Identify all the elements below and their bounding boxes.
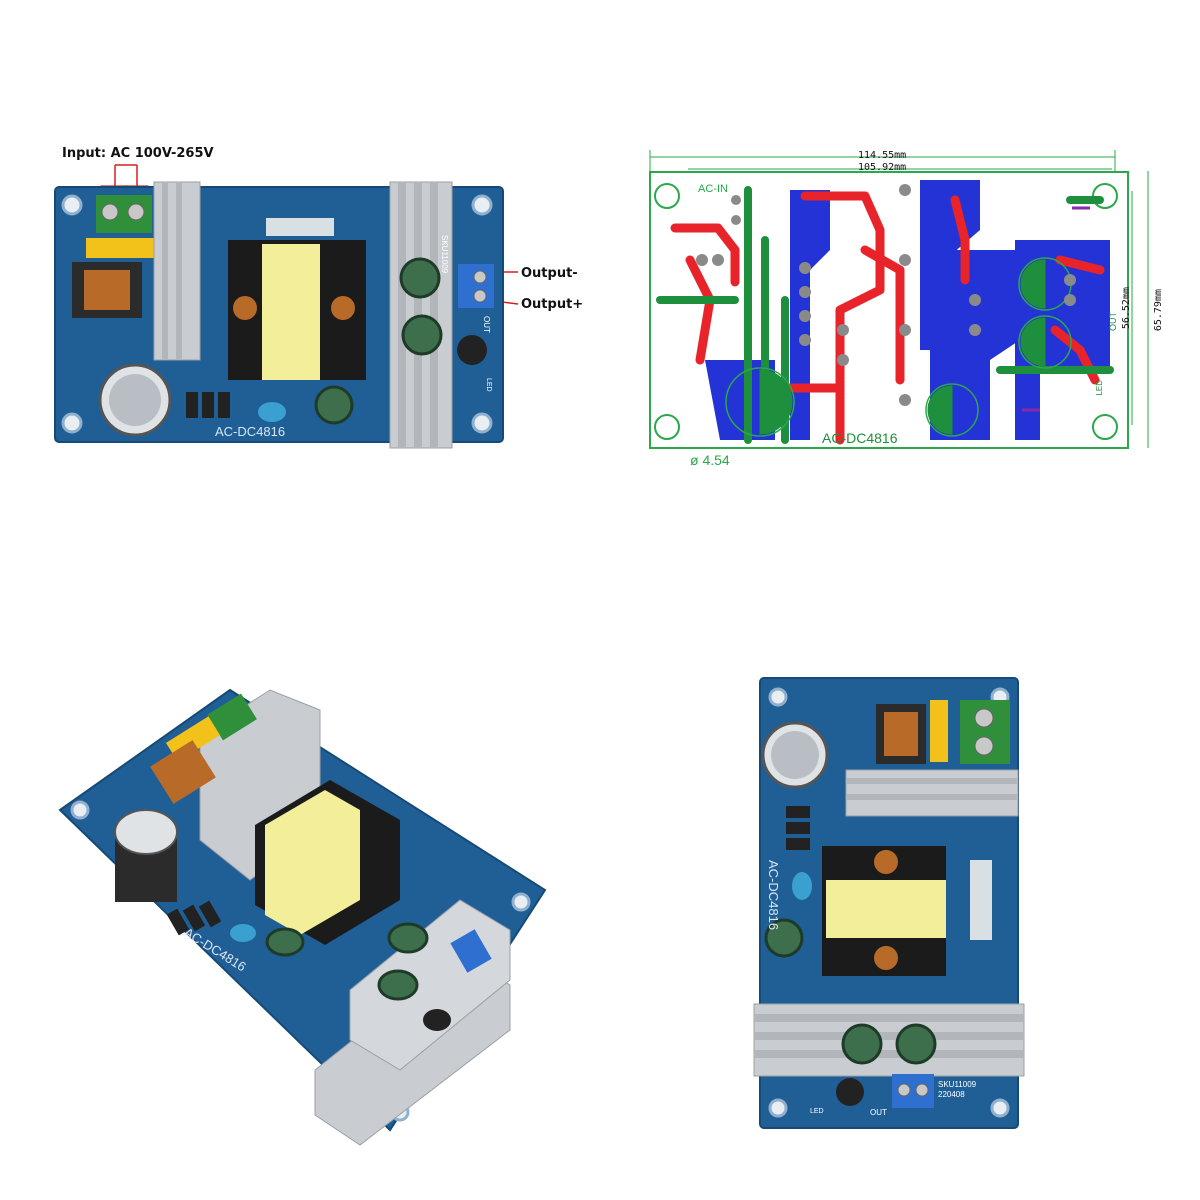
- angled-view-svg: [58, 688, 547, 1146]
- sku-label: SKU11009: [440, 235, 449, 274]
- board-model-label: AC-DC4816: [215, 424, 286, 439]
- output-negative-label: Output-: [521, 266, 578, 281]
- rotated-out-label: OUT: [870, 1108, 887, 1117]
- rotated-date-label: 220408: [938, 1090, 965, 1099]
- input-label: Input: AC 100V-265V: [62, 146, 214, 161]
- top-view-drawing: [54, 164, 519, 449]
- pcb-model-label: AC-DC4816: [822, 430, 898, 446]
- hole-span-height-dimension: 56.52mm: [1121, 287, 1132, 330]
- pcb-out-label: OUT: [1108, 312, 1118, 331]
- ac-in-label: AC-IN: [698, 183, 728, 195]
- pcb-led-label: LED: [1095, 380, 1104, 396]
- output-positive-label: Output+: [521, 297, 584, 312]
- rotated-top-view-photo: AC-DC4816 SKU11009 220408 OUT LED: [600, 600, 1200, 1200]
- hole-diameter-dimension: ø 4.54: [690, 452, 730, 468]
- rotated-model-label: AC-DC4816: [766, 860, 781, 931]
- pcb-layout-svg: [649, 150, 1149, 449]
- overall-width-dimension: 114.55mm: [858, 150, 907, 161]
- mounting-hole-icon: [61, 194, 493, 434]
- overall-height-dimension: 65.79mm: [1153, 289, 1164, 332]
- out-label: OUT: [482, 316, 491, 333]
- angled-view-photo: AC-DC4816: [0, 600, 600, 1200]
- rotated-sku-label: SKU11009: [938, 1080, 977, 1089]
- hole-span-width-dimension: 105.92mm: [858, 162, 907, 173]
- pcb-layout-drawing: 114.55mm 105.92mm 56.52mm 65.79mm ø 4.54…: [600, 0, 1200, 600]
- led-label: LED: [485, 378, 492, 392]
- rotated-led-label: LED: [810, 1108, 824, 1115]
- terminal-screw-icon: [96, 195, 152, 233]
- top-view-photo: Input: AC 100V-265V Output- Output+: [0, 0, 600, 600]
- rotated-view-svg: [753, 677, 1025, 1129]
